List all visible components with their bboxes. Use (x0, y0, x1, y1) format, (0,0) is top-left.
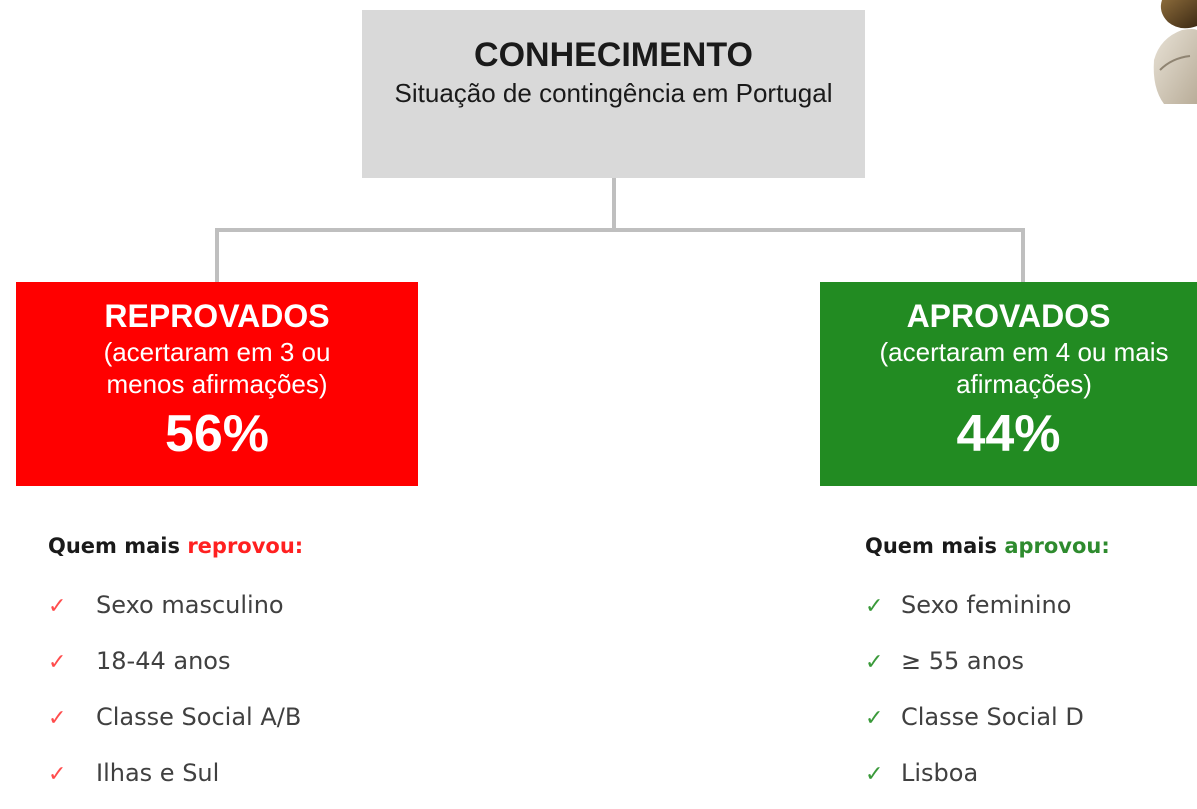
list-item: ✓ Ilhas e Sul (48, 753, 301, 809)
list-item: ✓ 18-44 anos (48, 641, 301, 697)
connector-horizontal (215, 228, 1025, 232)
list-item: ✓ Sexo masculino (48, 585, 301, 641)
aprovados-description: (acertaram em 4 ou mais afirmações) (879, 337, 1169, 399)
reprovados-title: REPROVADOS (104, 298, 330, 334)
checkmark-icon: ✓ (48, 650, 67, 675)
list-item-label: 18-44 anos (96, 647, 231, 675)
checkmark-icon: ✓ (865, 762, 884, 787)
checkmark-icon: ✓ (48, 594, 67, 619)
list-item: ✓ Classe Social D (865, 697, 1084, 753)
aprovou-heading: Quem mais aprovou: (865, 534, 1110, 558)
reprovou-list: ✓ Sexo masculino ✓ 18-44 anos ✓ Classe Soci… (48, 585, 301, 809)
list-item-label: Sexo feminino (901, 591, 1072, 619)
list-item-label: Classe Social A/B (96, 703, 302, 731)
list-item-label: Classe Social D (901, 703, 1084, 731)
reprovados-description: (acertaram em 3 ou menos afirmações) (103, 337, 331, 399)
checkmark-icon: ✓ (865, 706, 884, 731)
list-item-label: ≥ 55 anos (901, 647, 1025, 675)
list-item-label: Ilhas e Sul (96, 759, 220, 787)
root-node: CONHECIMENTO Situação de contingência em… (362, 10, 865, 178)
checkmark-icon: ✓ (865, 650, 884, 675)
aprovou-heading-keyword: aprovou: (1004, 534, 1110, 558)
connector-vertical-right (1021, 228, 1025, 282)
list-item-label: Sexo masculino (96, 591, 284, 619)
aprovados-title: APROVADOS (906, 298, 1111, 334)
aprovados-percentage: 44% (956, 405, 1061, 463)
checkmark-icon: ✓ (48, 762, 67, 787)
list-item-label: Lisboa (901, 759, 979, 787)
root-subtitle: Situação de contingência em Portugal (394, 78, 833, 108)
root-title: CONHECIMENTO (474, 36, 753, 74)
aprovou-heading-prefix: Quem mais (865, 534, 997, 558)
list-item: ✓ Classe Social A/B (48, 697, 301, 753)
reprovados-percentage: 56% (164, 405, 270, 463)
aprovou-list: ✓ Sexo feminino ✓ ≥ 55 anos ✓ Classe Social… (865, 585, 1084, 809)
decorative-photo (1150, 0, 1197, 104)
checkmark-icon: ✓ (865, 594, 884, 619)
reprovou-heading-keyword: reprovou: (187, 534, 304, 558)
aprovados-node: APROVADOS (acertaram em 4 ou mais afirma… (820, 282, 1197, 486)
connector-vertical-root (612, 178, 616, 230)
list-item: ✓ Lisboa (865, 753, 1084, 809)
list-item: ✓ ≥ 55 anos (865, 641, 1084, 697)
connector-vertical-left (215, 228, 219, 282)
reprovados-node: REPROVADOS (acertaram em 3 ou menos afir… (16, 282, 418, 486)
list-item: ✓ Sexo feminino (865, 585, 1084, 641)
reprovou-heading: Quem mais reprovou: (48, 534, 303, 558)
reprovou-heading-prefix: Quem mais (48, 534, 180, 558)
checkmark-icon: ✓ (48, 706, 67, 731)
